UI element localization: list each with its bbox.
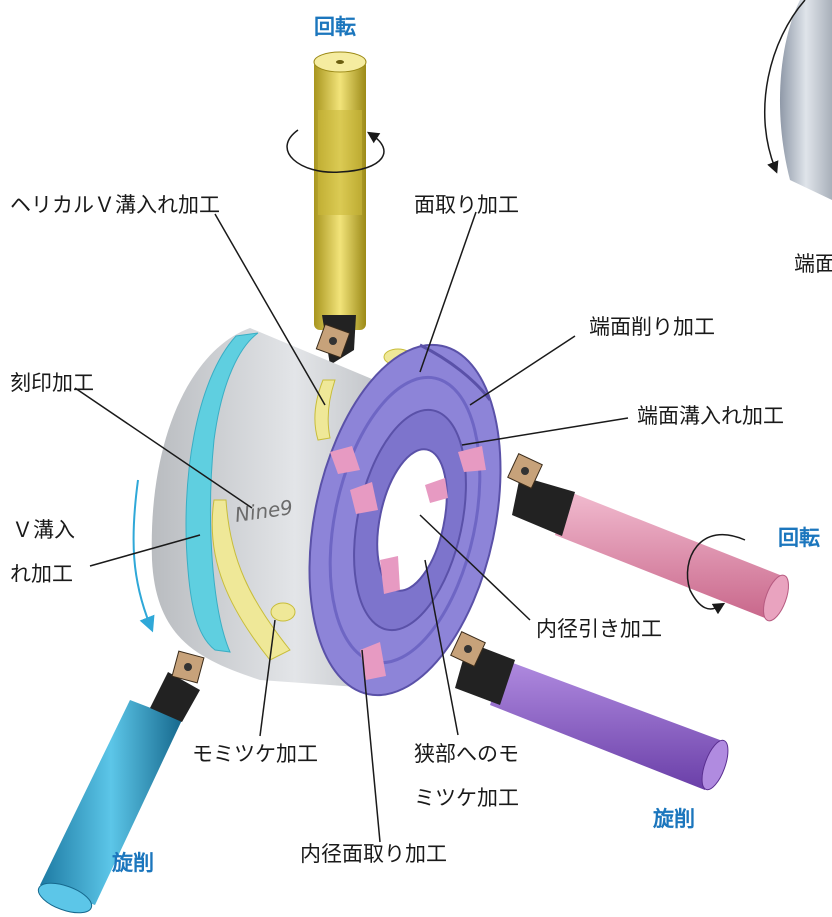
pink-rotary-tool (508, 454, 794, 624)
inset-closeup: 端面 (765, 0, 832, 276)
rotation-label-right: 回転 (778, 526, 820, 550)
inset-label: 端面 (794, 252, 832, 276)
label-face-milling: 端面削り加工 (589, 315, 715, 339)
label-v-groove-line1: Ｖ溝入 (12, 518, 75, 542)
label-inner-dia-chamfer: 内径面取り加工 (300, 842, 447, 866)
label-helical-v-groove: ヘリカルＶ溝入れ加工 (10, 193, 220, 217)
label-milling: モミツケ加工 (192, 742, 318, 766)
turning-label-bottom-left: 旋削 (111, 851, 154, 875)
label-marking: 刻印加工 (10, 371, 94, 395)
label-narrow-milling-line2: ミツケ加工 (414, 786, 519, 810)
gold-rotary-tool (314, 52, 366, 365)
rotation-label-top: 回転 (314, 15, 356, 39)
cyan-turning-tool (35, 651, 204, 917)
label-v-groove-line2: れ加工 (10, 562, 73, 586)
purple-turning-tool (451, 632, 734, 793)
turning-label-bottom-right: 旋削 (652, 807, 695, 831)
label-inner-dia-broaching: 内径引き加工 (536, 617, 662, 641)
label-narrow-milling-line1: 狭部へのモ (414, 742, 519, 766)
label-face-grooving: 端面溝入れ加工 (637, 404, 784, 428)
label-chamfering: 面取り加工 (414, 193, 519, 217)
